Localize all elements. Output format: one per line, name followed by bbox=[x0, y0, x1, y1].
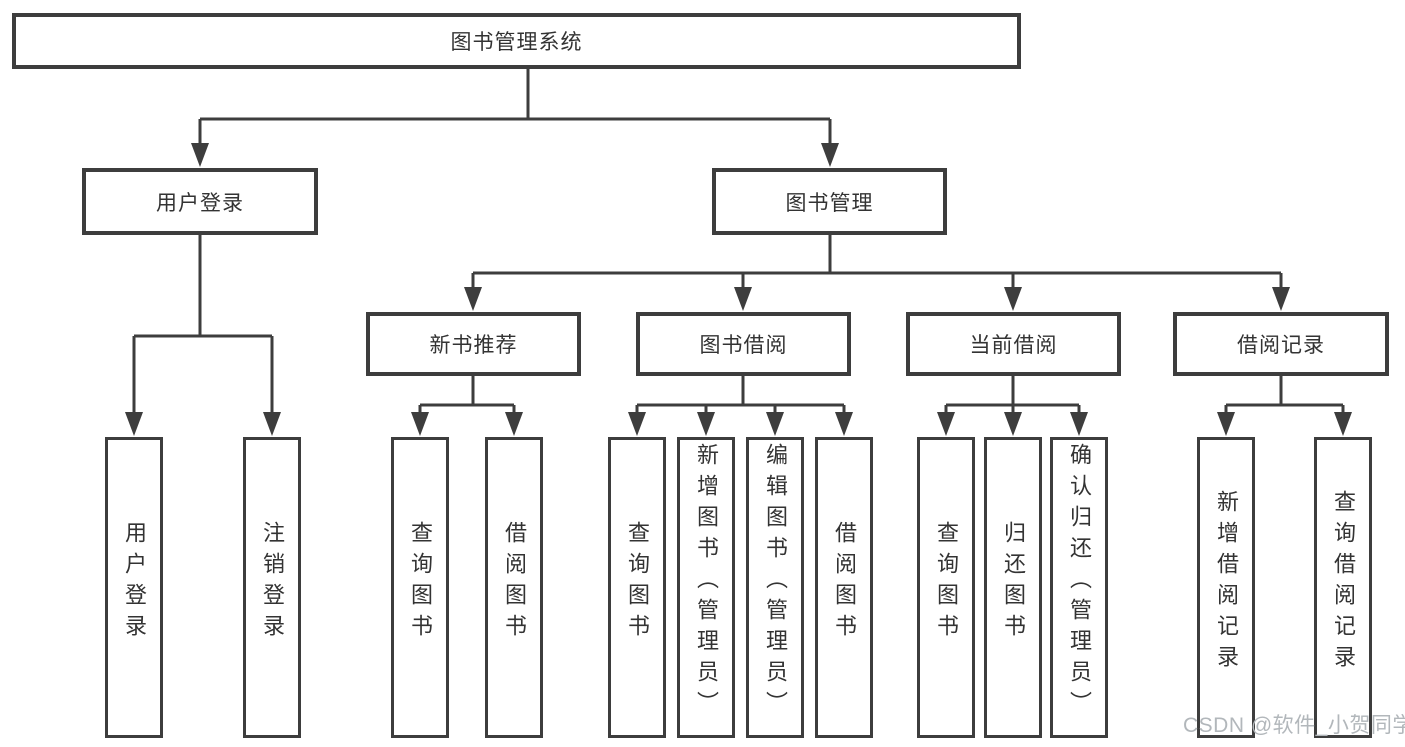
node-current-borrowing: 当前借阅 bbox=[906, 312, 1121, 376]
node-user-login: 用户登录 bbox=[82, 168, 318, 235]
leaf-query-books-borrowing-label: 查询图书 bbox=[625, 520, 650, 645]
node-book-management-label: 图书管理 bbox=[785, 191, 874, 215]
leaf-query-books-current: 查询图书 bbox=[917, 437, 975, 738]
connector-paths bbox=[132, 69, 1345, 415]
leaf-edit-book-admin-label: 编辑图书（管理员） bbox=[763, 443, 788, 722]
leaf-borrow-books-borrowing-label: 借阅图书 bbox=[832, 520, 857, 645]
leaf-query-borrow-record-label: 查询借阅记录 bbox=[1331, 489, 1356, 676]
leaf-logout-label: 注销登录 bbox=[260, 520, 285, 645]
node-new-book-recommendation: 新书推荐 bbox=[366, 312, 581, 376]
leaf-add-book-admin: 新增图书（管理员） bbox=[677, 437, 735, 738]
node-book-management: 图书管理 bbox=[712, 168, 947, 235]
leaf-return-books-label: 归还图书 bbox=[1001, 520, 1026, 645]
node-borrowing-records: 借阅记录 bbox=[1173, 312, 1389, 376]
leaf-confirm-return-admin: 确认归还（管理员） bbox=[1050, 437, 1108, 738]
node-library-system: 图书管理系统 bbox=[12, 13, 1021, 69]
leaf-query-books-borrowing: 查询图书 bbox=[608, 437, 666, 738]
leaf-query-books-recommend: 查询图书 bbox=[391, 437, 449, 738]
csdn-watermark: CSDN @软件_小贺同学 bbox=[1183, 714, 1405, 737]
leaf-borrow-books-recommend-label: 借阅图书 bbox=[502, 520, 527, 645]
leaf-return-books: 归还图书 bbox=[984, 437, 1042, 738]
leaf-add-borrow-record: 新增借阅记录 bbox=[1197, 437, 1255, 738]
node-new-book-recommendation-label: 新书推荐 bbox=[429, 334, 518, 357]
leaf-query-books-current-label: 查询图书 bbox=[934, 520, 959, 645]
node-book-borrowing: 图书借阅 bbox=[636, 312, 851, 376]
leaf-edit-book-admin: 编辑图书（管理员） bbox=[746, 437, 804, 738]
leaf-add-borrow-record-label: 新增借阅记录 bbox=[1214, 489, 1239, 676]
node-library-system-label: 图书管理系统 bbox=[450, 31, 583, 54]
leaf-borrow-books-borrowing: 借阅图书 bbox=[815, 437, 873, 738]
node-current-borrowing-label: 当前借阅 bbox=[969, 334, 1058, 357]
leaf-confirm-return-admin-label: 确认归还（管理员） bbox=[1067, 443, 1092, 722]
node-user-login-label: 用户登录 bbox=[156, 191, 244, 215]
leaf-query-books-recommend-label: 查询图书 bbox=[408, 520, 433, 645]
leaf-add-book-admin-label: 新增图书（管理员） bbox=[694, 443, 719, 722]
leaf-user-login: 用户登录 bbox=[105, 437, 163, 738]
leaf-logout: 注销登录 bbox=[243, 437, 301, 738]
node-borrowing-records-label: 借阅记录 bbox=[1237, 334, 1325, 357]
leaf-borrow-books-recommend: 借阅图书 bbox=[485, 437, 543, 738]
leaf-query-borrow-record: 查询借阅记录 bbox=[1314, 437, 1372, 738]
node-book-borrowing-label: 图书借阅 bbox=[699, 334, 788, 357]
leaf-user-login-label: 用户登录 bbox=[122, 520, 147, 645]
arrowheads bbox=[125, 143, 1352, 436]
